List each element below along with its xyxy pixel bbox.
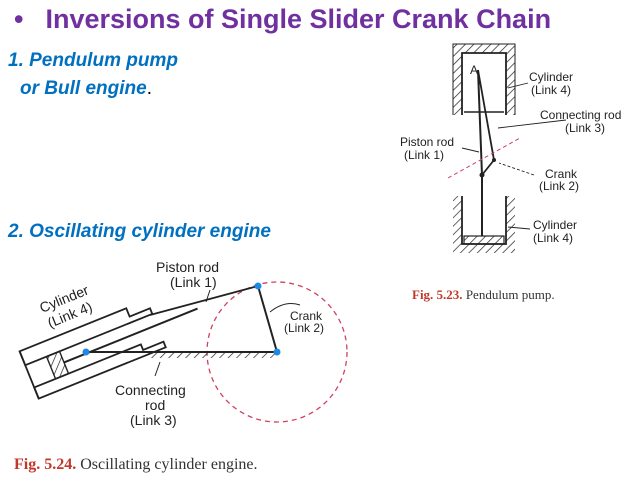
fig524-piston-rod-line [149, 285, 259, 316]
item-bull-engine-period: . [146, 78, 152, 99]
crank-center-joint [273, 348, 281, 356]
crank-line [481, 159, 495, 176]
fig524-piston-label-1: Piston rod [156, 259, 219, 275]
fig524-fixed-link-hatch [148, 352, 276, 358]
fig523-caption-text: Pendulum pump. [463, 287, 555, 302]
item-bull-engine: or Bull engine. [20, 78, 152, 100]
fig523-crank-label-1: Crank [545, 167, 578, 181]
bottom-cylinder [453, 196, 515, 253]
top-cylinder [452, 43, 516, 115]
conrod-leader [154, 361, 161, 377]
title-bullet: • [14, 4, 24, 34]
fig524-conrod-label-3: (Link 3) [130, 412, 177, 428]
fig524-caption-text: Oscillating cylinder engine. [76, 456, 257, 473]
fig524-conrod-label-2: rod [145, 397, 165, 413]
fig523-crank-label-2: (Link 2) [539, 179, 579, 193]
point-a-label: A [470, 63, 478, 77]
bottom-piston [463, 235, 505, 245]
fig524-conrod-label-1: Connecting [115, 382, 186, 398]
item-bull-engine-text: or Bull engine [20, 78, 147, 99]
fig524-caption: Fig. 5.24. Oscillating cylinder engine. [14, 456, 258, 473]
fig523-piston-label-2: (Link 1) [404, 148, 444, 162]
fig524-caption-prefix: Fig. 5.24. [14, 456, 76, 473]
title-text: Inversions of Single Slider Crank Chain [45, 4, 552, 34]
figure-oscillating-cylinder: Piston rod (Link 1) Cylinder (Link 4) Cr… [14, 259, 348, 473]
fig523-cylinder-bot-label-2: (Link 4) [533, 231, 573, 245]
connecting-rod-line [477, 69, 495, 161]
crank-leader [269, 303, 301, 313]
piston-rod-leader [205, 289, 211, 303]
fig523-cylinder-top-label-2: (Link 4) [531, 83, 571, 97]
slide-title: • Inversions of Single Slider Crank Chain [14, 4, 614, 35]
crank-joint [492, 158, 496, 162]
cylinder-pivot-joint [82, 348, 90, 356]
figure-pendulum-pump: A Cylinder (Link 4) Connecting rod (Link… [400, 43, 621, 302]
fig523-caption-prefix: Fig. 5.23. [412, 287, 463, 302]
fig523-cylinder-top-label-1: Cylinder [529, 70, 573, 84]
fig524-piston-label-2: (Link 1) [170, 274, 217, 290]
piston [45, 350, 70, 380]
fig523-piston-label-1: Piston rod [400, 135, 454, 149]
fig523-caption: Fig. 5.23. Pendulum pump. [412, 287, 555, 302]
fig523-cylinder-bot-label-1: Cylinder [533, 218, 577, 232]
item-oscillating-cylinder: 2. Oscillating cylinder engine [8, 221, 271, 242]
fig523-conrod-label-2: (Link 3) [565, 121, 605, 135]
fig523-conrod-label-1: Connecting rod [540, 108, 621, 122]
fig524-crank-label-2: (Link 2) [284, 321, 324, 335]
piston-rod-line [477, 69, 483, 176]
fig524-crank-label-1: Crank [290, 309, 323, 323]
item-pendulum-pump: 1. Pendulum pump [8, 50, 178, 71]
fig524-crank-line [257, 285, 278, 353]
crank-pin-joint [254, 282, 262, 290]
